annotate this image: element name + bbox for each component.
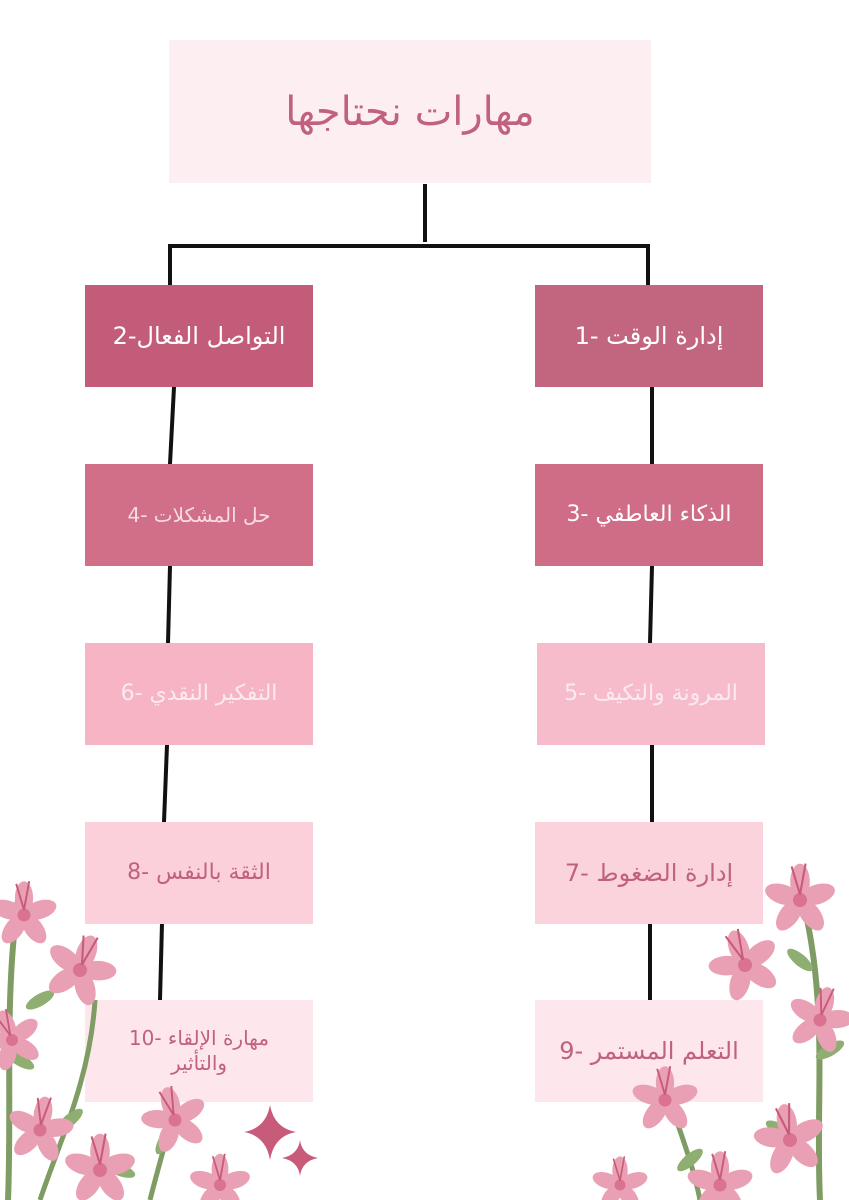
skill-box-4: حل المشكلات -4	[85, 464, 313, 566]
connector-left-2	[165, 563, 173, 646]
skill-label-5: المرونة والتكيف -5	[564, 681, 738, 707]
title-box: مهارات نحتاجها	[169, 40, 651, 183]
skill-box-5: المرونة والتكيف -5	[537, 643, 765, 745]
skill-box-2: التواصل الفعال-2	[85, 285, 313, 387]
skill-box-7: إدارة الضغوط -7	[535, 822, 763, 924]
skill-label-9: التعلم المستمر -9	[559, 1037, 739, 1065]
pink-flower-branch-icon	[0, 880, 254, 1200]
connector-right-2	[647, 563, 655, 646]
skill-label-8: الثقة بالنفس -8	[127, 860, 271, 886]
skill-label-1: إدارة الوقت -1	[574, 322, 724, 350]
skill-box-6: التفكير النقدي -6	[85, 643, 313, 745]
skill-box-10: مهارة الإلقاء -10 والتأثير	[85, 1000, 313, 1102]
skill-box-9: التعلم المستمر -9	[535, 1000, 763, 1102]
sparkle-icon	[244, 1105, 318, 1176]
connector-left-1	[167, 384, 177, 467]
skill-label-2: التواصل الفعال-2	[112, 322, 286, 350]
pink-flower-branch-icon	[589, 862, 849, 1200]
skill-label-7: إدارة الضغوط -7	[564, 859, 734, 887]
skill-label-4: حل المشكلات -4	[127, 502, 271, 527]
skill-label-6: التفكير النقدي -6	[120, 681, 278, 707]
connector-left-4	[157, 920, 165, 1003]
skill-box-1: إدارة الوقت -1	[535, 285, 763, 387]
skill-label-3: الذكاء العاطفي -3	[566, 502, 732, 528]
diagram-title: مهارات نحتاجها	[285, 88, 535, 135]
connector-left-3	[161, 742, 170, 825]
skill-label-10: مهارة الإلقاء -10 والتأثير	[128, 1026, 270, 1075]
skill-box-8: الثقة بالنفس -8	[85, 822, 313, 924]
skill-box-3: الذكاء العاطفي -3	[535, 464, 763, 566]
